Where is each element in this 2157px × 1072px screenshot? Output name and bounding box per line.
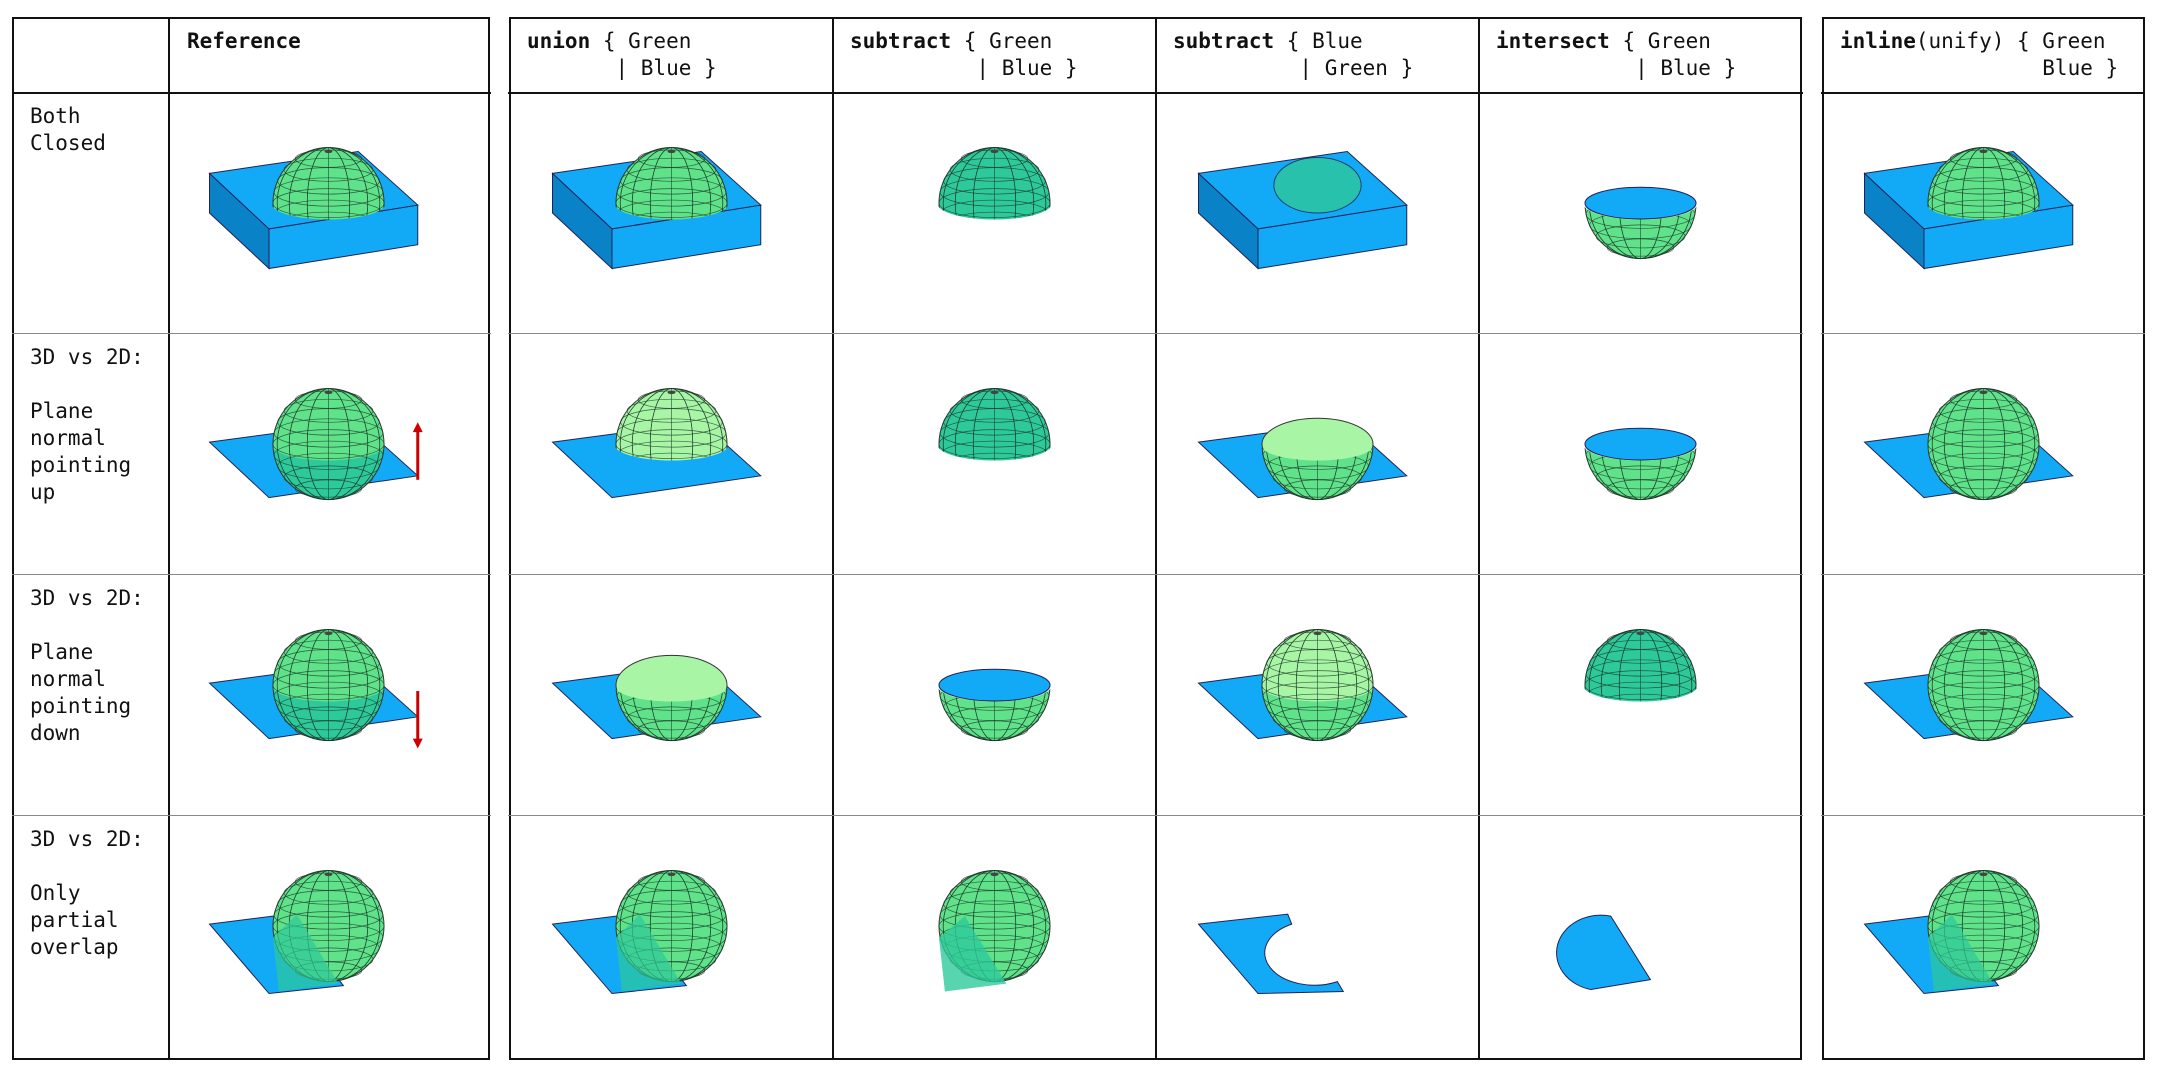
header-separator [12, 92, 2145, 94]
illustration-partial-overlap-reference [208, 870, 385, 995]
gap [491, 18, 508, 1059]
operations-table [509, 17, 1802, 1060]
row-separator [12, 574, 2145, 575]
row-label-partial-overlap: 3D vs 2D: Only partial overlap [30, 827, 144, 959]
header-intersect: intersect { Green | Blue } [1496, 29, 1737, 80]
illustration-partial-overlap-subtract-blue-green [1197, 913, 1345, 995]
illustration-both-closed-union [551, 147, 762, 270]
inline-table [1822, 17, 2145, 1060]
divider [1478, 19, 1480, 1058]
illustration-normal-down-subtract-blue-green [1197, 629, 1408, 742]
illustration-normal-up-reference [208, 388, 423, 501]
divider [168, 19, 170, 1058]
row-label-both-closed: Both Closed [30, 104, 106, 155]
illustration-partial-overlap-union [551, 870, 728, 995]
row-label-normal-up: 3D vs 2D: Plane normal pointing up [30, 345, 144, 504]
illustration-both-closed-reference [208, 147, 419, 270]
header-union: union { Green | Blue } [527, 29, 717, 80]
illustration-partial-overlap-intersect [1556, 914, 1652, 991]
illustration-normal-down-inline-unify [1863, 629, 2074, 742]
header-reference: Reference [187, 29, 301, 53]
divider [832, 19, 834, 1058]
illustration-normal-up-inline-unify [1863, 388, 2074, 501]
divider [1155, 19, 1157, 1058]
left-table [12, 17, 490, 1060]
header-subtract-blue-green: subtract { Blue | Green } [1173, 29, 1414, 80]
illustration-normal-up-intersect [1584, 427, 1697, 501]
illustration-normal-down-subtract-green-blue [938, 668, 1051, 742]
illustration-normal-up-subtract-green-blue [938, 388, 1051, 461]
illustration-both-closed-subtract-green-blue [938, 147, 1051, 220]
row-label-normal-down: 3D vs 2D: Plane normal pointing down [30, 586, 144, 745]
illustration-normal-down-reference [208, 629, 423, 749]
illustration-both-closed-subtract-blue-green [1197, 150, 1408, 270]
illustration-normal-up-subtract-blue-green [1197, 417, 1408, 501]
illustration-partial-overlap-subtract-green-blue [938, 870, 1051, 992]
illustration-normal-down-union [551, 654, 762, 742]
illustration-normal-down-intersect [1584, 629, 1697, 702]
illustration-normal-up-union [551, 388, 762, 499]
header-inline-unify: inline(unify) { Green Blue } [1840, 29, 2119, 80]
illustration-both-closed-intersect [1584, 186, 1697, 260]
illustration-both-closed-inline-unify [1863, 147, 2074, 270]
row-separator [12, 815, 2145, 816]
illustration-partial-overlap-inline-unify [1863, 870, 2040, 995]
header-subtract-green-blue: subtract { Green | Blue } [850, 29, 1078, 80]
row-separator [12, 333, 2145, 334]
gap [1803, 18, 1821, 1059]
